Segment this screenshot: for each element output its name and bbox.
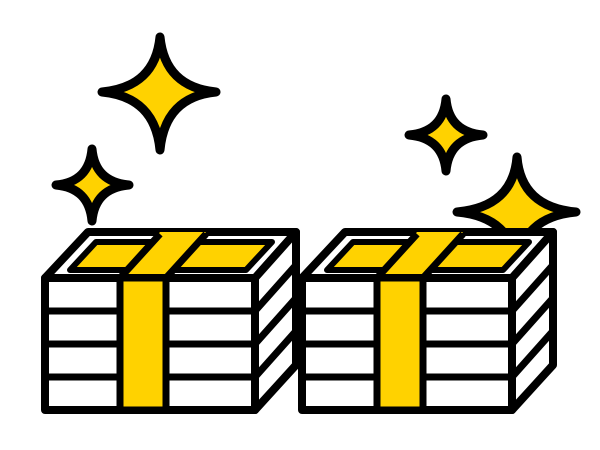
money-stack-right — [302, 232, 553, 410]
sparkle-icon — [97, 32, 221, 155]
sparkle-icon — [51, 144, 134, 226]
sparkle-icon — [404, 94, 488, 176]
money-stack-left — [45, 232, 296, 410]
